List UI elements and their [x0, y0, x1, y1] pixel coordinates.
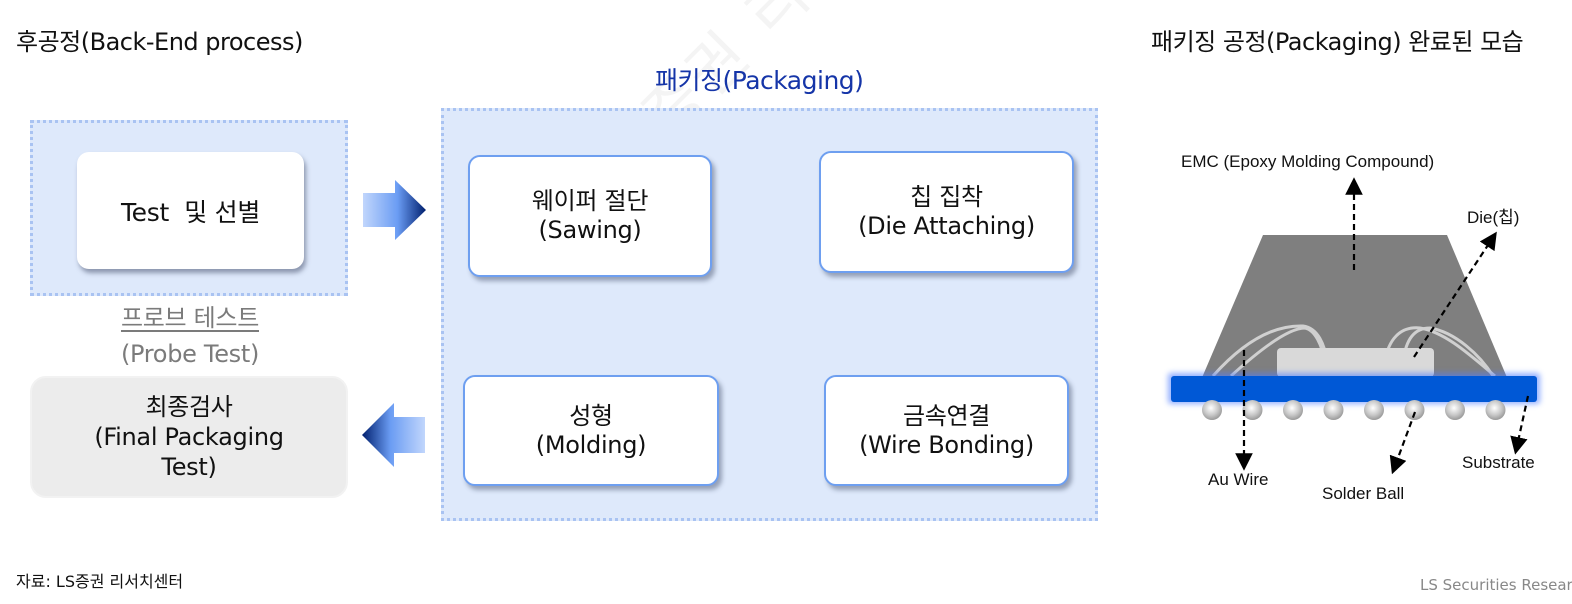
probe-test-label-en: (Probe Test) [120, 340, 260, 368]
solder-ball [1404, 400, 1425, 420]
solder-ball [1283, 400, 1303, 420]
solder-ball [1202, 400, 1222, 420]
step-die-attaching-ko: 칩 집착 [910, 183, 983, 211]
step-wire-bonding-en: (Wire Bonding) [859, 430, 1034, 459]
step-sawing: 웨이퍼 절단 (Sawing) [468, 155, 712, 277]
footer-brand: LS Securities Research [1420, 576, 1572, 594]
step-wire-bonding-ko: 금속연결 [902, 401, 991, 430]
arrow-left-to-final [362, 403, 425, 467]
final-test-box: 최종검사 (Final Packaging Test) [30, 376, 348, 498]
die-label: Die(칩) [1467, 208, 1520, 227]
final-test-en-1: (Final Packaging [94, 423, 284, 451]
package-cross-section [1168, 177, 1540, 475]
au-wires [1211, 324, 1496, 378]
packaged-result-title: 패키징 공정(Packaging) 완료된 모습 [1151, 28, 1524, 56]
probe-test-label: 프로브 테스트 (Probe Test) [90, 300, 290, 372]
solder-ball-label: Solder Ball [1322, 484, 1405, 503]
final-test-en-2: Test) [161, 453, 217, 481]
solder-ball-leader [1389, 411, 1417, 475]
step-die-attaching: 칩 집착 (Die Attaching) [819, 151, 1074, 273]
solder-ball [1364, 400, 1384, 420]
test-sorting-box: Test 및 선별 [77, 152, 304, 269]
au-wire [1383, 326, 1496, 378]
step-molding-ko: 성형 [569, 401, 613, 430]
source-note: 자료: LS증권 리서치센터 [16, 572, 184, 591]
substrate-label: Substrate [1462, 453, 1535, 472]
substrate [1171, 376, 1537, 402]
solder-ball [1242, 400, 1263, 420]
die-chip [1277, 348, 1434, 377]
emc-molding [1198, 235, 1511, 387]
au-wire-label: Au Wire [1208, 470, 1269, 489]
step-molding-en: (Molding) [535, 430, 647, 459]
step-wire-bonding: 금속연결 (Wire Bonding) [824, 375, 1069, 486]
step-sawing-ko: 웨이퍼 절단 [531, 187, 649, 215]
back-end-process-title: 후공정(Back-End process) [16, 28, 303, 56]
step-molding: 성형 (Molding) [463, 375, 719, 486]
emc-label: EMC (Epoxy Molding Compound) [1181, 152, 1435, 171]
die-leader [1413, 231, 1497, 358]
solder-ball [1323, 400, 1344, 420]
arrow-right-to-packaging [363, 180, 426, 240]
solder-balls [1202, 400, 1506, 420]
solder-ball [1485, 400, 1506, 420]
step-sawing-en: (Sawing) [538, 216, 642, 244]
au-wire [1401, 326, 1495, 377]
final-test-ko: 최종검사 [145, 393, 233, 421]
au-wire [1229, 326, 1327, 378]
solder-ball [1445, 400, 1465, 420]
probe-test-label-ko: 프로브 테스트 [120, 304, 259, 332]
substrate-leader [1510, 395, 1530, 455]
packaging-title: 패키징(Packaging) [655, 66, 864, 95]
step-die-attaching-en: (Die Attaching) [858, 212, 1035, 240]
au-wire [1211, 324, 1329, 377]
